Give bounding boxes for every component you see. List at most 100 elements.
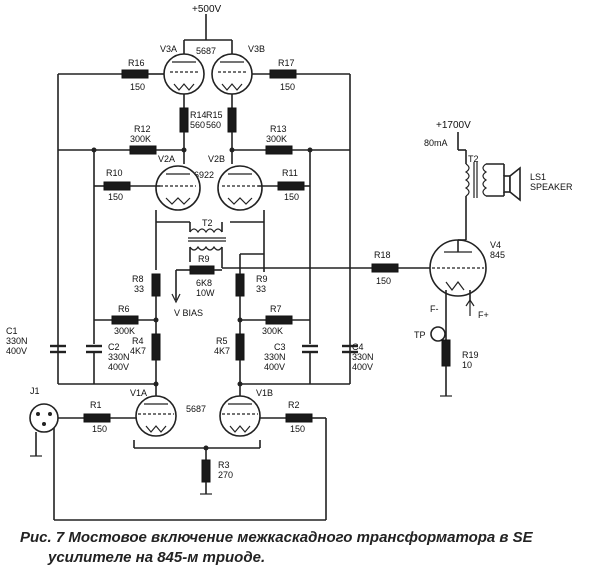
resistor-r15 bbox=[227, 107, 237, 133]
resistor-r5 bbox=[235, 333, 245, 361]
resistor-r3 bbox=[201, 459, 211, 483]
resistor-r10 bbox=[103, 181, 131, 191]
v1a-label: V1A bbox=[130, 388, 147, 398]
output-current-label: 80mA bbox=[424, 138, 448, 148]
t2-label: T2 bbox=[202, 218, 213, 228]
tp-label: TP bbox=[414, 330, 426, 340]
r9a-ref: R9 bbox=[256, 274, 268, 284]
caption-line-2: усилителе на 845-м триоде. bbox=[48, 549, 266, 566]
c3-value: 330N bbox=[264, 352, 286, 362]
c4-ref: C4 bbox=[352, 342, 364, 352]
r10-value: 150 bbox=[108, 192, 123, 202]
r6-ref: R6 bbox=[118, 304, 130, 314]
r11-ref: R11 bbox=[282, 168, 298, 178]
ls1-label: LS1 bbox=[530, 172, 546, 182]
v3-type-label: 5687 bbox=[196, 46, 216, 56]
v4-label: V4 bbox=[490, 240, 501, 250]
r9b-value: 6K8 bbox=[196, 278, 212, 288]
v4-type-label: 845 bbox=[490, 250, 505, 260]
b-plus-label: +500V bbox=[192, 4, 222, 15]
tube-v1a bbox=[135, 395, 177, 437]
c2-voltage: 400V bbox=[108, 362, 129, 372]
r6-value: 300K bbox=[114, 326, 135, 336]
c3-ref: C3 bbox=[274, 342, 286, 352]
c1-value: 330N bbox=[6, 336, 28, 346]
r17-ref: R17 bbox=[278, 58, 295, 68]
r5-value: 4K7 bbox=[214, 346, 230, 356]
tube-v1b bbox=[219, 395, 261, 437]
resistor-r14 bbox=[179, 107, 189, 133]
resistor-r8 bbox=[151, 273, 161, 297]
resistor-r16 bbox=[121, 69, 149, 79]
resistor-r11 bbox=[277, 181, 305, 191]
r16-ref: R16 bbox=[128, 58, 145, 68]
v2a-label: V2A bbox=[158, 154, 175, 164]
tube-v3b bbox=[211, 53, 253, 95]
c1-ref: C1 bbox=[6, 326, 18, 336]
r19-value: 10 bbox=[462, 360, 472, 370]
r7-ref: R7 bbox=[270, 304, 282, 314]
caption-line-1: Рис. 7 Мостовое включение межкаскадного … bbox=[20, 529, 533, 546]
r17-value: 150 bbox=[280, 82, 295, 92]
v1-type-label: 5687 bbox=[186, 404, 206, 414]
r14-value: 560 bbox=[190, 120, 205, 130]
transformer-t2 bbox=[188, 228, 226, 251]
c1-voltage: 400V bbox=[6, 346, 27, 356]
v2b-label: V2B bbox=[208, 154, 225, 164]
resistor-r7 bbox=[265, 315, 293, 325]
r19-ref: R19 bbox=[462, 350, 479, 360]
r12-ref: R12 bbox=[134, 124, 151, 134]
t2-out-label: T2 bbox=[468, 154, 479, 164]
r10-ref: R10 bbox=[106, 168, 123, 178]
test-point-tp bbox=[430, 326, 446, 342]
v2-type-label: 6922 bbox=[194, 170, 214, 180]
r18-value: 150 bbox=[376, 276, 391, 286]
speaker-label: SPEAKER bbox=[530, 182, 573, 192]
output-transformer-t2 bbox=[464, 162, 488, 198]
r4-value: 4K7 bbox=[130, 346, 146, 356]
r1-value: 150 bbox=[92, 424, 107, 434]
resistor-r17 bbox=[269, 69, 297, 79]
capacitor-c2 bbox=[86, 344, 102, 354]
resistor-r18 bbox=[371, 263, 399, 273]
resistor-r1 bbox=[83, 413, 111, 423]
resistor-r9 bbox=[235, 273, 245, 297]
capacitor-c4 bbox=[342, 344, 358, 354]
v3a-label: V3A bbox=[160, 44, 177, 54]
c3-voltage: 400V bbox=[264, 362, 285, 372]
r9b-power: 10W bbox=[196, 288, 215, 298]
tube-v2a bbox=[155, 165, 201, 211]
r3-ref: R3 bbox=[218, 460, 230, 470]
c4-voltage: 400V bbox=[352, 362, 373, 372]
v-bias-label: V BIAS bbox=[174, 308, 203, 318]
r16-value: 150 bbox=[130, 82, 145, 92]
r2-value: 150 bbox=[290, 424, 305, 434]
f-minus-label: F- bbox=[430, 304, 439, 314]
output-b-plus-label: +1700V bbox=[436, 120, 471, 131]
r13-value: 300K bbox=[266, 134, 287, 144]
jack-j1 bbox=[29, 403, 59, 433]
c2-ref: C2 bbox=[108, 342, 120, 352]
r15-value: 560 bbox=[206, 120, 221, 130]
resistor-r2 bbox=[285, 413, 313, 423]
r15-ref: R15 bbox=[206, 110, 223, 120]
c4-value: 330N bbox=[352, 352, 374, 362]
resistor-r19 bbox=[441, 339, 451, 367]
resistor-r9-bias bbox=[189, 265, 215, 275]
v1b-label: V1B bbox=[256, 388, 273, 398]
capacitor-c1 bbox=[50, 344, 66, 354]
r1-ref: R1 bbox=[90, 400, 102, 410]
capacitor-c3 bbox=[302, 344, 318, 354]
f-plus-label: F+ bbox=[478, 310, 489, 320]
r12-value: 300K bbox=[130, 134, 151, 144]
v3b-label: V3B bbox=[248, 44, 265, 54]
r5-ref: R5 bbox=[216, 336, 228, 346]
c2-value: 330N bbox=[108, 352, 130, 362]
r2-ref: R2 bbox=[288, 400, 300, 410]
resistor-r4 bbox=[151, 333, 161, 361]
tube-v2b bbox=[217, 165, 263, 211]
r3-value: 270 bbox=[218, 470, 233, 480]
r11-value: 150 bbox=[284, 192, 299, 202]
resistor-r6 bbox=[111, 315, 139, 325]
